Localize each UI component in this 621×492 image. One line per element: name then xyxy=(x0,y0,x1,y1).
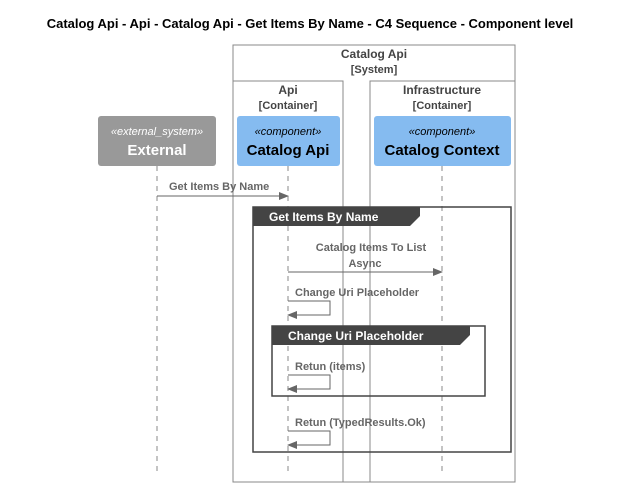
group-frame-get-items-by-name-label: Get Items By Name xyxy=(269,210,379,224)
system-boundary-type: [System] xyxy=(351,64,398,76)
container-boundary-infrastructure xyxy=(369,80,516,483)
diagram-title: Catalog Api - Api - Catalog Api - Get It… xyxy=(47,16,574,31)
message-change-uri-placeholder-arrow xyxy=(287,300,331,319)
system-boundary-name: Catalog Api xyxy=(341,47,407,61)
container-api-name: Api xyxy=(278,83,297,97)
container-boundary-api xyxy=(232,80,344,483)
participant-catalog-context-name: Catalog Context xyxy=(384,142,499,159)
participant-catalog-context: «component» Catalog Context xyxy=(374,116,511,166)
container-infrastructure-type: [Container] xyxy=(413,100,472,112)
group-frame-change-uri-placeholder: Change Uri Placeholder xyxy=(271,325,486,397)
message-retun-typedresults-label: Retun (TypedResults.Ok) xyxy=(295,417,426,429)
participant-external-name: External xyxy=(127,142,186,159)
participant-catalog-context-stereotype: «component» xyxy=(409,126,476,138)
message-retun-items-arrow xyxy=(287,374,331,393)
message-change-uri-placeholder-label: Change Uri Placeholder xyxy=(295,287,420,299)
message-catalog-items-to-list-label-line2: Async xyxy=(348,258,381,270)
participant-external: «external_system» External xyxy=(98,116,216,166)
message-catalog-items-to-list-label-line1: Catalog Items To List xyxy=(316,242,427,254)
message-get-items-by-name-label: Get Items By Name xyxy=(169,181,269,193)
container-api-type: [Container] xyxy=(259,100,318,112)
participant-catalog-api: «component» Catalog Api xyxy=(237,116,340,166)
participant-external-stereotype: «external_system» xyxy=(111,126,203,138)
participant-catalog-api-name: Catalog Api xyxy=(247,142,330,159)
group-frame-get-items-by-name: Get Items By Name xyxy=(252,206,512,453)
group-frame-change-uri-placeholder-label: Change Uri Placeholder xyxy=(288,329,424,343)
message-retun-items-label: Retun (items) xyxy=(295,361,366,373)
participant-catalog-api-stereotype: «component» xyxy=(255,126,322,138)
message-retun-typedresults-arrow xyxy=(287,430,331,449)
container-infrastructure-name: Infrastructure xyxy=(403,83,481,97)
